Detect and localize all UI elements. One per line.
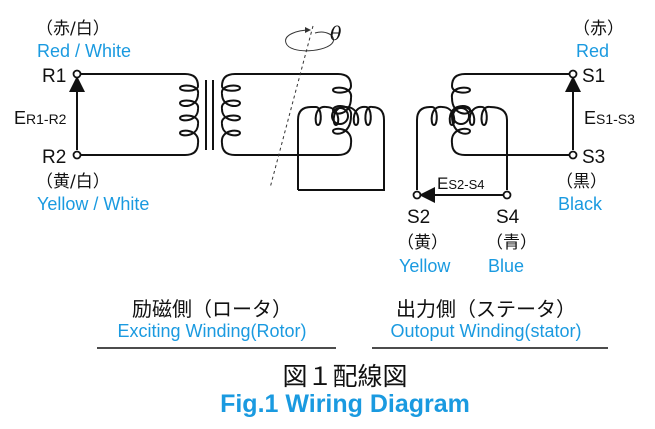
voltage-s2-s4-label: ES2-S4: [437, 174, 484, 193]
r2-color-en: Yellow / White: [37, 194, 149, 214]
exciting-coil-secondary: [220, 84, 242, 144]
r1-terminal[interactable]: [72, 69, 82, 79]
s2-terminal[interactable]: [412, 190, 422, 200]
voltage-r1-r2-sub: R1-R2: [26, 111, 67, 127]
s1-color-jp: （赤）: [573, 19, 624, 39]
voltage-r1-r2-main: E: [14, 108, 26, 128]
s4-color-en: Blue: [488, 256, 524, 276]
rotor-coil-horizontal: [297, 105, 385, 191]
voltage-s2-s4-main: E: [437, 174, 448, 193]
s1-terminal[interactable]: [568, 69, 578, 79]
caption-en: Fig.1 Wiring Diagram: [220, 390, 470, 418]
s3-terminal-label: S3: [582, 147, 605, 168]
rotor-loop-bottom: [221, 142, 352, 156]
s2-terminal-label: S2: [407, 207, 430, 228]
voltage-r1-r2-label: ER1-R2: [14, 108, 67, 128]
s2-color-en: Yellow: [399, 256, 451, 276]
s4-terminal[interactable]: [502, 190, 512, 200]
r2-terminal-label: R2: [42, 147, 66, 168]
r1-wire: [81, 73, 199, 87]
s2-color-jp: （黄）: [397, 233, 448, 253]
stator-heading-jp: 出力側（ステータ）: [396, 297, 576, 321]
rotation-axis: [269, 25, 314, 189]
s4-terminal-label: S4: [496, 207, 520, 228]
r2-wire: [81, 142, 199, 156]
s3-terminal[interactable]: [568, 150, 578, 160]
exciting-coil-primary: [178, 84, 200, 144]
voltage-s1-s3-sub: S1-S3: [596, 111, 635, 127]
rotor-loop-top: [221, 73, 352, 87]
stator-coil-vertical: [450, 85, 472, 144]
stator-coil-horizontal: [416, 105, 508, 190]
s1-terminal-label: S1: [582, 66, 605, 87]
s4-color-jp: （青）: [486, 233, 537, 253]
s1-color-en: Red: [576, 41, 609, 61]
r1-terminal-label: R1: [42, 66, 66, 87]
voltage-s2-s4-sub: S2-S4: [448, 177, 484, 192]
r2-color-jp: （黄/白）: [36, 172, 110, 192]
voltage-s1-s3-label: ES1-S3: [584, 108, 635, 128]
s3-color-en: Black: [558, 194, 603, 214]
rotation-arrow: [285, 27, 334, 52]
rotor-heading-en: Exciting Winding(Rotor): [117, 321, 306, 341]
s3-wire: [451, 142, 569, 156]
stator-heading-en: Outoput Winding(stator): [390, 321, 581, 341]
caption-jp: 図１配線図: [282, 362, 407, 391]
r1-color-jp: （赤/白）: [36, 19, 110, 39]
s1-wire: [451, 73, 569, 87]
r1-color-en: Red / White: [37, 41, 131, 61]
r2-terminal[interactable]: [72, 150, 82, 160]
rotor-heading-jp: 励磁側（ロータ）: [132, 297, 292, 321]
theta-symbol: θ: [330, 23, 342, 45]
s3-color-jp: （黒）: [556, 172, 607, 192]
voltage-s1-s3-main: E: [584, 108, 596, 128]
